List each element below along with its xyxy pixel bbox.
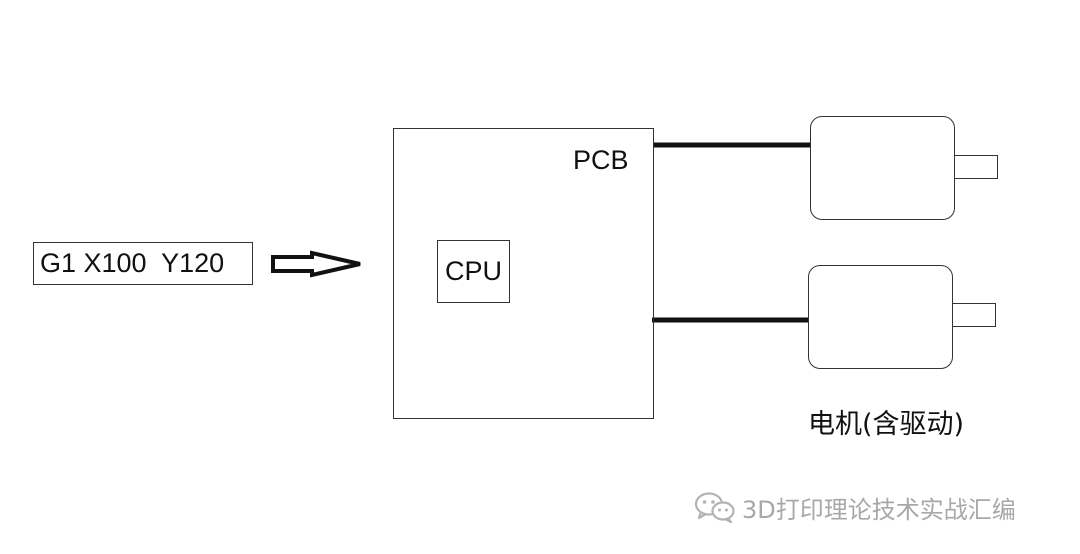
pcb-board — [393, 128, 654, 419]
motor-1-shaft — [952, 155, 998, 179]
motor-2-shaft — [950, 303, 996, 327]
cpu-chip: CPU — [437, 240, 510, 303]
wechat-icon — [694, 491, 736, 523]
pcb-label: PCB — [573, 145, 629, 175]
watermark-text: 3D打印理论技术实战汇编 — [742, 495, 1016, 524]
watermark: 3D打印理论技术实战汇编 — [694, 491, 1016, 524]
motor-caption: 电机(含驱动) — [808, 409, 965, 440]
gcode-command-box: G1 X100 Y120 — [33, 242, 253, 285]
motor-2-body — [808, 265, 953, 369]
motor-1-body — [810, 116, 955, 220]
input-arrow — [271, 250, 361, 278]
